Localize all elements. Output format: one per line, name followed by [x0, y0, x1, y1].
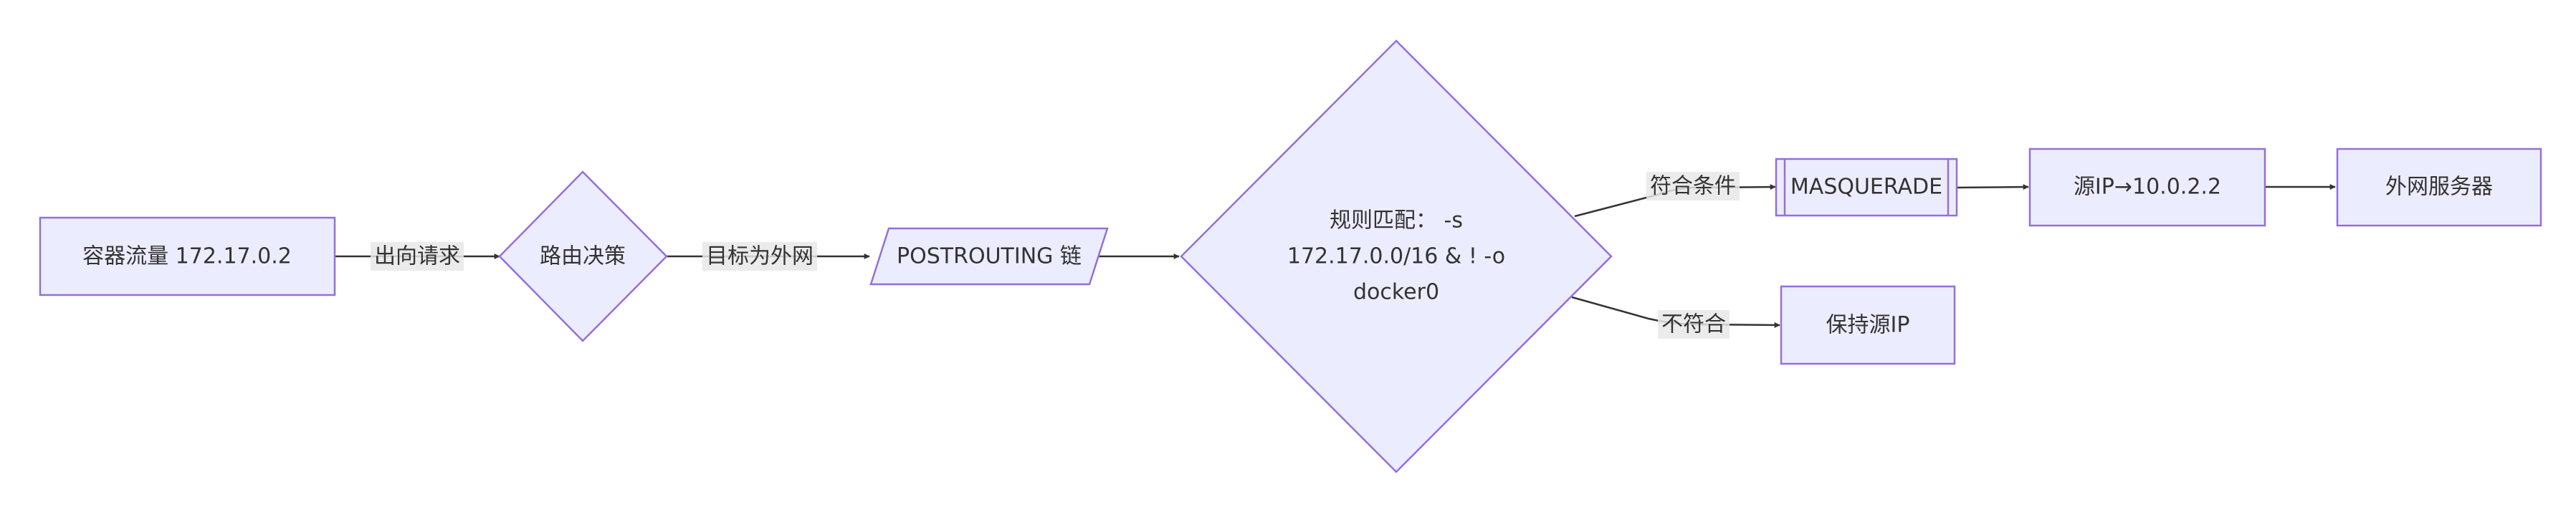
- node-label-masquerade: MASQUERADE: [1790, 175, 1942, 200]
- edge-label-target-external: 目标为外网: [706, 244, 814, 269]
- node-label-external-server: 外网服务器: [2385, 175, 2493, 200]
- node-label-rule-match-line3: docker0: [1353, 280, 1439, 305]
- node-source-ip-rewrite: 源IP→10.0.2.2: [2028, 148, 2266, 227]
- node-label-source-ip-rewrite: 源IP→10.0.2.2: [2074, 175, 2221, 200]
- node-label-rule-match-line2: 172.17.0.0/16 & ! -o: [1287, 244, 1505, 269]
- node-external-server: 外网服务器: [2336, 148, 2542, 227]
- node-keep-source-ip: 保持源IP: [1780, 285, 1956, 365]
- node-label-routing-decision: 路由决策: [540, 244, 626, 269]
- node-label-container-traffic: 容器流量 172.17.0.2: [82, 244, 292, 269]
- edge-label-not-matching: 不符合: [1661, 312, 1726, 337]
- node-label-postrouting-chain: POSTROUTING 链: [897, 244, 1082, 269]
- node-label-rule-match-line1: 规则匹配： -s: [1330, 208, 1463, 233]
- edge-label-outbound-request: 出向请求: [374, 244, 460, 269]
- node-masquerade: MASQUERADE: [1775, 158, 1958, 217]
- node-label-keep-source-ip: 保持源IP: [1826, 313, 1910, 338]
- node-rule-match: 规则匹配： -s 172.17.0.0/16 & ! -o docker0: [1180, 39, 1613, 473]
- node-postrouting-chain: POSTROUTING 链: [869, 227, 1109, 286]
- node-routing-decision: 路由决策: [498, 170, 668, 342]
- node-container-traffic: 容器流量 172.17.0.2: [39, 216, 336, 296]
- edge-label-matches-condition: 符合条件: [1650, 174, 1736, 199]
- edge-labels: 出向请求 目标为外网 符合条件 不符合: [371, 172, 1740, 339]
- edge-masquerade-to-rewrite: [1953, 184, 2029, 190]
